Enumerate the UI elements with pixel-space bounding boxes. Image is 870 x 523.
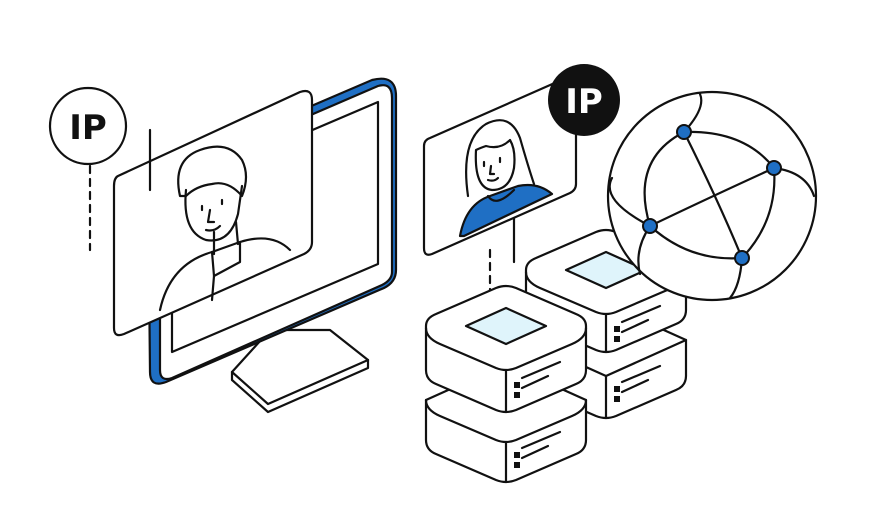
server-stack-icon [424,228,688,484]
ip-badge-right: IP [548,64,620,136]
ip-badge-left: IP [48,86,152,252]
globe-network-icon [606,90,818,302]
woman-avatar-icon [458,119,554,238]
server-unit [424,284,588,414]
ip-label-right: IP [565,82,603,122]
ip-label-left: IP [69,108,107,148]
man-avatar-icon [158,145,292,312]
woman-video-card [422,76,578,264]
man-video-card [112,89,314,337]
